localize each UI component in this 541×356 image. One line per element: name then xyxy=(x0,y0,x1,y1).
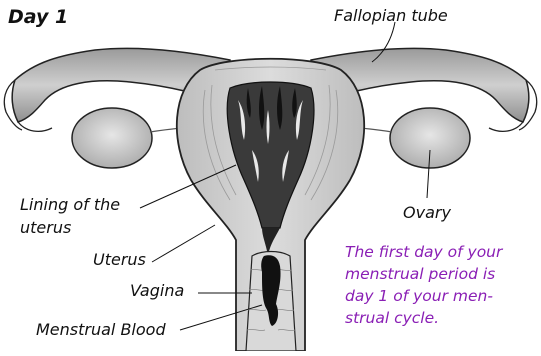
info-note-line-2: menstrual period is xyxy=(345,263,541,285)
info-note-line-1: The first day of your xyxy=(345,241,541,263)
info-note: The first day of your menstrual period i… xyxy=(345,241,541,329)
day-title: Day 1 xyxy=(8,6,68,28)
label-ovary: Ovary xyxy=(403,203,451,223)
right-ovary xyxy=(390,108,470,168)
label-fallopian-tube: Fallopian tube xyxy=(334,6,448,26)
label-lining-line-1: Lining of the xyxy=(20,195,120,215)
label-lining-line-2: uterus xyxy=(20,218,71,238)
label-menstrual-blood: Menstrual Blood xyxy=(36,320,166,340)
label-uterus: Uterus xyxy=(93,250,146,270)
left-ovary xyxy=(72,108,152,168)
info-note-line-4: strual cycle. xyxy=(345,307,541,329)
label-vagina: Vagina xyxy=(130,281,184,301)
info-note-line-3: day 1 of your men- xyxy=(345,285,541,307)
